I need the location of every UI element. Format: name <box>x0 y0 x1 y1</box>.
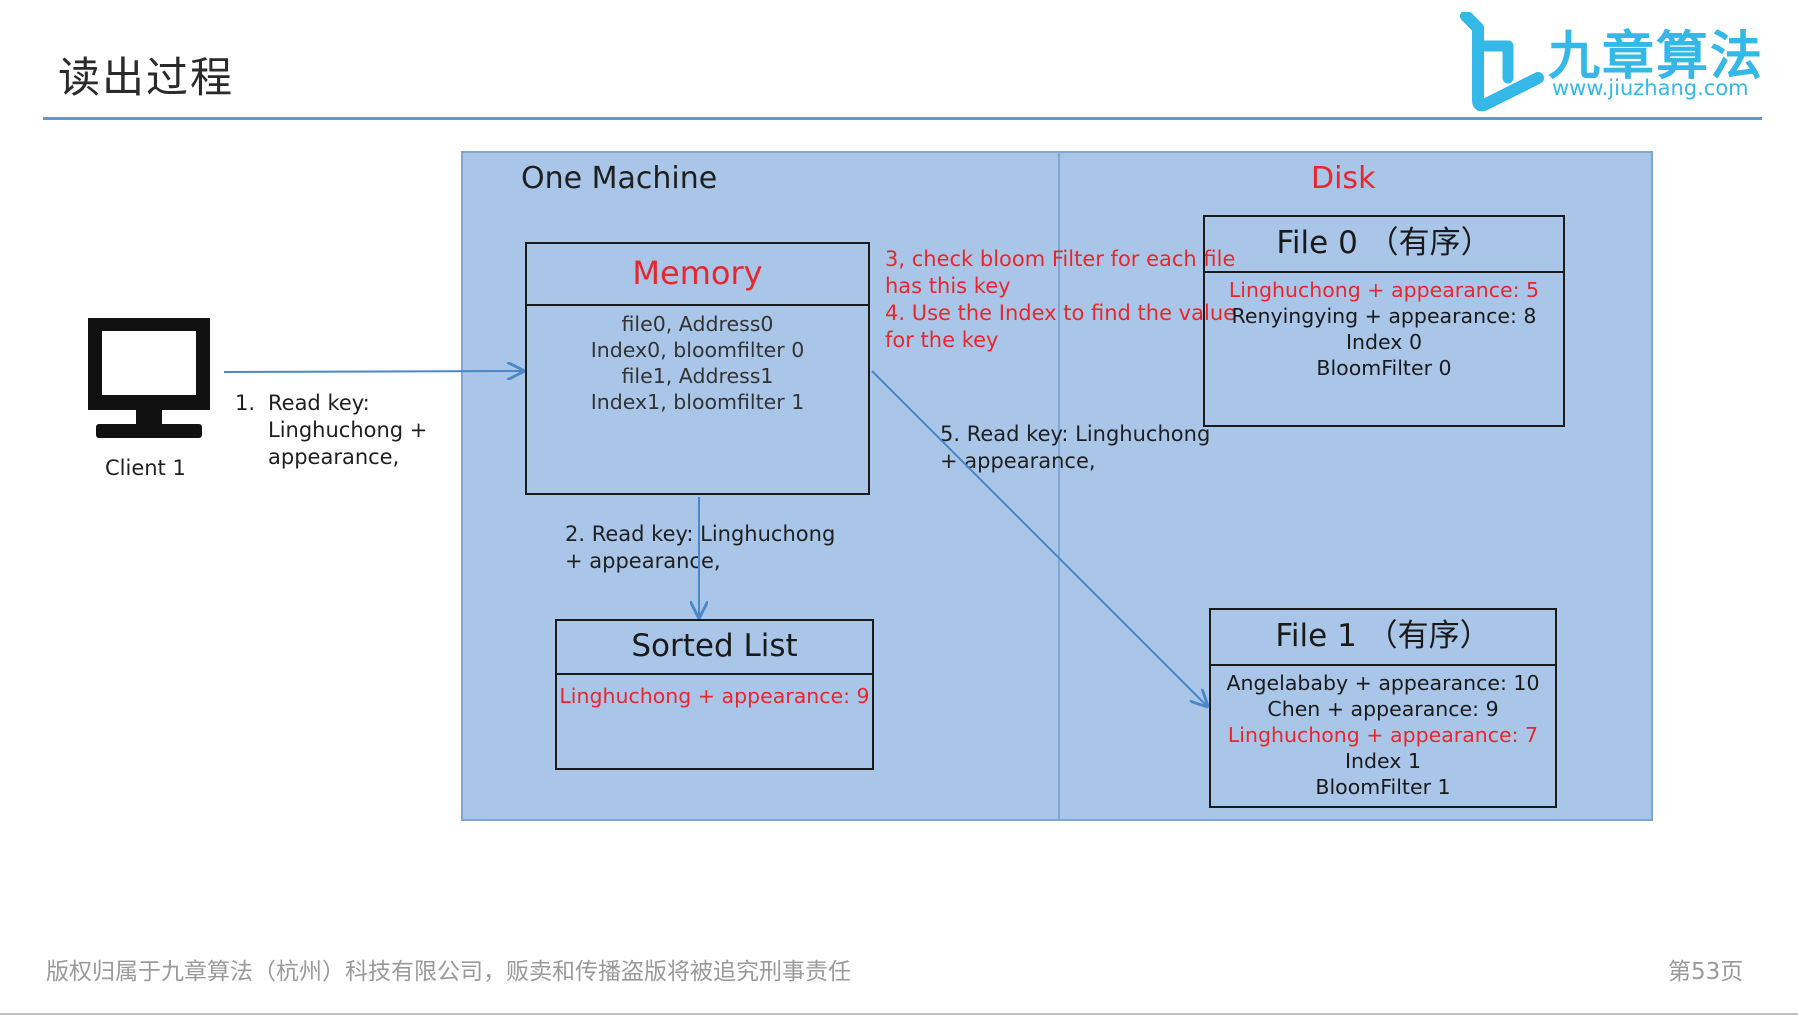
step5-line-2: + appearance, <box>940 449 1096 473</box>
disk-label: Disk <box>1311 161 1376 196</box>
step1-line-3: appearance, <box>268 445 400 469</box>
logo-url: www.jiuzhang.com <box>1552 76 1749 100</box>
file0-content: Linghuchong + appearance: 5 Renyingying … <box>1205 277 1563 381</box>
title-divider <box>43 117 1762 120</box>
computer-monitor-icon <box>88 318 210 438</box>
memory-line: Index1, bloomfilter 1 <box>590 390 805 414</box>
file0-box: File 0 （有序） Linghuchong + appearance: 5 … <box>1203 215 1565 427</box>
sorted-list-title: Sorted List <box>557 621 872 675</box>
memory-box: Memory file0, Address0 Index0, bloomfilt… <box>525 242 870 495</box>
slide-title: 读出过程 <box>58 53 235 102</box>
footer-divider <box>0 1013 1798 1015</box>
step5-line-1: 5. Read key: Linghuchong <box>940 422 1211 446</box>
step2-line-2: + appearance, <box>565 549 721 573</box>
file1-line: Linghuchong + appearance: 7 <box>1227 723 1539 747</box>
step3-line-1: 3, check bloom Filter for each file <box>885 247 1236 271</box>
file0-line: BloomFilter 0 <box>1316 356 1452 380</box>
client-label: Client 1 <box>105 456 186 480</box>
memory-line: file1, Address1 <box>621 364 774 388</box>
file0-line: Linghuchong + appearance: 5 <box>1228 278 1540 302</box>
step2-line-1: 2. Read key: Linghuchong <box>565 522 836 546</box>
step1-line-1: Read key: <box>268 391 370 415</box>
sorted-list-line: Linghuchong + appearance: 9 <box>559 684 870 708</box>
file1-title: File 1 （有序） <box>1211 610 1555 666</box>
file1-line: Chen + appearance: 9 <box>1267 697 1499 721</box>
copyright-notice: 版权归属于九章算法（杭州）科技有限公司，贩卖和传播盗版将被追究刑事责任 <box>46 959 851 985</box>
file0-line: Renyingying + appearance: 8 <box>1231 304 1537 328</box>
memory-content: file0, Address0 Index0, bloomfilter 0 fi… <box>527 311 868 415</box>
file0-title: File 0 （有序） <box>1205 217 1563 273</box>
memory-title: Memory <box>527 244 868 306</box>
file1-line: Angelababy + appearance: 10 <box>1226 671 1540 695</box>
file0-line: Index 0 <box>1346 330 1422 354</box>
step4-line-1: 4. Use the Index to find the value <box>885 301 1237 325</box>
memory-line: Index0, bloomfilter 0 <box>590 338 805 362</box>
step4-line-2: for the key <box>885 328 999 352</box>
file1-content: Angelababy + appearance: 10 Chen + appea… <box>1211 670 1555 800</box>
page-number: 第53页 <box>1668 959 1744 985</box>
machine-label: One Machine <box>521 161 718 196</box>
sorted-list-box: Sorted List Linghuchong + appearance: 9 <box>555 619 874 770</box>
step3-line-2: has this key <box>885 274 1011 298</box>
file1-line: BloomFilter 1 <box>1315 775 1451 799</box>
memory-line: file0, Address0 <box>621 312 774 336</box>
step1-number: 1. <box>235 391 256 415</box>
sorted-list-content: Linghuchong + appearance: 9 <box>557 683 872 709</box>
step1-line-2: Linghuchong + <box>268 418 428 442</box>
logo-name: 九章算法 <box>1548 27 1765 87</box>
file1-box: File 1 （有序） Angelababy + appearance: 10 … <box>1209 608 1557 808</box>
jiuzhang-logo-icon <box>1460 12 1544 112</box>
file1-line: Index 1 <box>1345 749 1421 773</box>
